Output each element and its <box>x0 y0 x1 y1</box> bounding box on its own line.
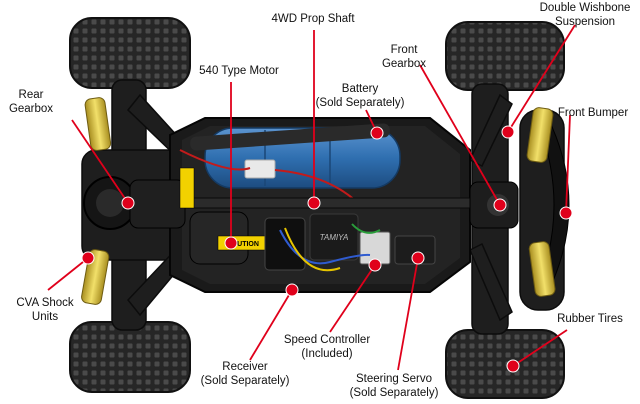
prop-shaft <box>149 197 501 209</box>
tire-rear-bottom <box>69 321 191 393</box>
callout-dot-steering-servo <box>411 251 425 265</box>
callout-line-cva-shock <box>47 257 89 291</box>
label-front-gearbox-line2: Gearbox <box>381 58 427 70</box>
label-rear-gearbox-line2: Gearbox <box>8 103 54 115</box>
label-battery: Battery (Sold Separately) <box>316 82 405 110</box>
label-front-gearbox-line1: Front <box>390 44 418 56</box>
label-motor: 540 Type Motor <box>199 64 279 78</box>
callout-line-front-bumper <box>565 114 571 214</box>
label-cva-shock: CVA Shock Units <box>16 296 73 324</box>
callout-line-rubber-tires <box>512 329 568 367</box>
callout-dot-battery <box>370 126 384 140</box>
label-double-wishbone: Double Wishbone Suspension <box>540 1 631 29</box>
caution-decal: CAUTION <box>227 241 259 248</box>
battery-pack <box>179 123 401 206</box>
callout-lines <box>47 24 576 371</box>
label-speed-controller-line1: Speed Controller <box>283 334 371 346</box>
label-double-wishbone-line2: Suspension <box>554 16 616 28</box>
label-front-bumper-text: Front Bumper <box>557 107 629 119</box>
rubber-tires <box>69 17 565 399</box>
callout-line-double-wishbone <box>507 24 576 133</box>
cva-shock-units <box>81 97 556 305</box>
label-rubber-tires: Rubber Tires <box>557 312 623 326</box>
receiver-unit <box>264 217 306 271</box>
label-rubber-tires-text: Rubber Tires <box>557 313 623 325</box>
tire-front-bottom <box>445 329 565 399</box>
label-speed-controller-line2: (Included) <box>301 348 353 360</box>
label-receiver-line2: (Sold Separately) <box>200 375 290 387</box>
callout-line-rear-gearbox <box>71 119 129 204</box>
label-steering-servo: Steering Servo (Sold Separately) <box>350 372 439 400</box>
label-front-bumper: Front Bumper <box>558 106 628 120</box>
callout-dot-cva-shock <box>81 251 95 265</box>
label-receiver: Receiver (Sold Separately) <box>201 360 290 388</box>
label-rear-gearbox: Rear Gearbox <box>9 88 53 116</box>
label-front-gearbox: Front Gearbox <box>382 43 426 71</box>
callout-dot-double-wishbone <box>501 125 515 139</box>
callout-dot-rear-gearbox <box>121 196 135 210</box>
label-speed-controller: Speed Controller (Included) <box>284 333 370 361</box>
callout-dot-speed-controller <box>368 258 382 272</box>
callout-line-front-gearbox <box>419 64 501 206</box>
callout-line-steering-servo <box>397 257 419 371</box>
label-double-wishbone-line1: Double Wishbone <box>539 2 631 14</box>
callout-line-receiver <box>249 289 293 361</box>
label-prop-shaft: 4WD Prop Shaft <box>271 12 354 26</box>
electronics: TAMIYA <box>264 213 436 272</box>
steering-servo-unit <box>394 235 436 265</box>
callout-dot-front-bumper <box>559 206 573 220</box>
label-rear-gearbox-line1: Rear <box>18 89 44 101</box>
label-steering-servo-line1: Steering Servo <box>355 373 433 385</box>
label-cva-shock-line1: CVA Shock <box>16 297 74 309</box>
chassis-logo: TAMIYA <box>320 233 349 242</box>
callout-dot-prop-shaft <box>307 196 321 210</box>
callout-dots <box>81 125 573 373</box>
label-receiver-line1: Receiver <box>222 361 268 373</box>
label-motor-text: 540 Type Motor <box>199 65 279 77</box>
tire-rear-top <box>69 17 191 89</box>
callout-dot-motor <box>224 236 238 250</box>
tire-front-top <box>445 21 565 91</box>
label-steering-servo-line2: (Sold Separately) <box>349 387 439 399</box>
callout-dot-receiver <box>285 283 299 297</box>
label-battery-line2: (Sold Separately) <box>315 97 405 109</box>
callout-dot-rubber-tires <box>506 359 520 373</box>
label-prop-shaft-text: 4WD Prop Shaft <box>271 13 355 25</box>
label-cva-shock-line2: Units <box>31 311 59 323</box>
label-battery-line1: Battery <box>341 83 379 95</box>
rear-gearbox <box>83 176 186 230</box>
callout-line-speed-controller <box>329 264 376 333</box>
callout-dot-front-gearbox <box>493 198 507 212</box>
